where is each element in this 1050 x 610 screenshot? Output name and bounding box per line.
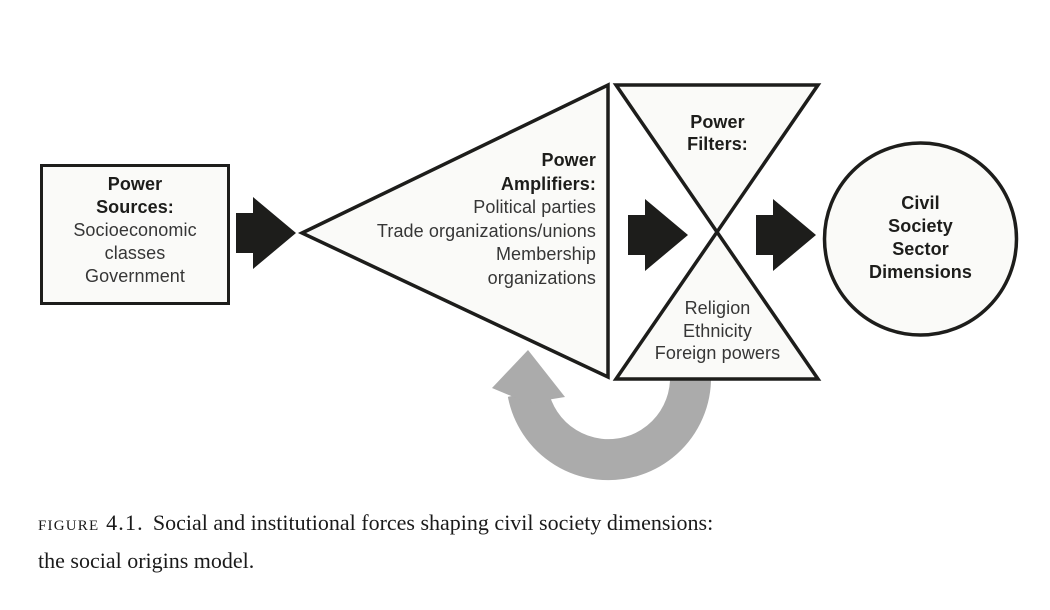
caption-line: FIGURE 4.1. Social and institutional forc… xyxy=(38,504,1023,542)
power-amplifiers-item: Political parties xyxy=(473,197,596,217)
power-filters-item: Foreign powers xyxy=(654,343,781,363)
civil-society-title-line: Civil xyxy=(901,193,940,213)
power-amplifiers-item: Membership xyxy=(495,244,596,264)
power-sources-item: Government xyxy=(84,266,186,286)
civil-society-title-line: Society xyxy=(888,216,953,236)
power-sources-title-line: Sources: xyxy=(96,197,174,217)
flow-arrow-icon-1 xyxy=(236,197,296,269)
feedback-loop-arrow xyxy=(492,340,712,481)
flow-arrow-icon-2 xyxy=(628,199,688,271)
civil-society-title-line: Sector xyxy=(892,239,949,259)
power-amplifiers-item: Trade organizations/unions xyxy=(376,220,596,241)
power-sources-title-line: Power xyxy=(107,174,163,194)
figure-number-label: FIGURE 4.1. xyxy=(38,510,144,535)
power-amplifiers-label: Power Amplifiers: Political parties Trad… xyxy=(250,149,596,290)
power-sources-label: Power Sources: Socioeconomic classes Gov… xyxy=(40,173,230,288)
figure-caption: FIGURE 4.1. Social and institutional forc… xyxy=(38,504,1023,580)
power-sources-item: Socioeconomic xyxy=(73,220,197,240)
power-amplifiers-triangle xyxy=(297,82,610,380)
feedback-arrowhead-icon xyxy=(492,350,565,403)
civil-society-label: Civil Society Sector Dimensions xyxy=(822,192,1019,284)
power-filters-items: Religion Ethnicity Foreign powers xyxy=(617,297,818,365)
civil-society-title-line: Dimensions xyxy=(868,262,973,282)
civil-society-circle xyxy=(822,141,1019,337)
feedback-arc xyxy=(507,340,712,481)
power-filters-item: Ethnicity xyxy=(683,320,752,341)
caption-text-line2: the social origins model. xyxy=(38,548,255,573)
power-filters-item: Religion xyxy=(684,298,751,318)
power-sources-box xyxy=(40,164,230,305)
power-sources-item: classes xyxy=(104,243,166,263)
power-amplifiers-title-line: Power xyxy=(541,150,596,170)
power-amplifiers-title-line: Amplifiers: xyxy=(500,173,596,194)
power-filters-shape xyxy=(612,83,822,381)
power-amplifiers-item: organizations xyxy=(487,267,596,288)
power-filters-title-line: Power xyxy=(690,112,745,132)
caption-text-line1: Social and institutional forces shaping … xyxy=(152,510,714,535)
power-filters-title-line: Filters: xyxy=(687,134,748,154)
power-filters-label: Power Filters: xyxy=(617,111,818,155)
flow-arrow-icon-3 xyxy=(756,199,816,271)
